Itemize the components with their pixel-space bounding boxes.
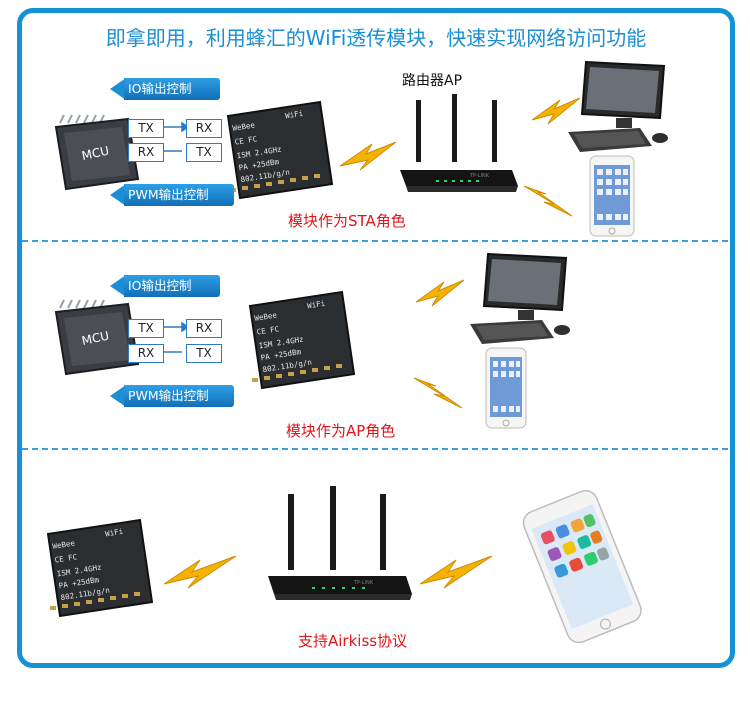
desktop-computer-icon [470,252,570,344]
lightning-bolt-icon [339,141,397,171]
svg-text:TP-LINK: TP-LINK [469,173,490,179]
panel-airkiss: WeBee WiFi CE FC ISM 2.4GHz PA +25dBm 80… [22,454,730,654]
panel-ap-graphics: MCU WeBee WiFi CE FC ISM 2.4GHz PA +25dB… [54,252,570,429]
router-icon: TP-LINK [268,486,412,600]
svg-text:MCU: MCU [80,144,110,163]
signal-box-rx: RX [186,119,222,138]
svg-text:WeBee: WeBee [254,310,278,322]
svg-text:TP-LINK: TP-LINK [353,580,374,586]
smartphone-icon [522,489,642,644]
svg-text:WiFi: WiFi [105,527,124,539]
panel-sta: MCU WeBee WiFi CE FC ISM 2.4GHz PA +25dB… [22,60,730,240]
lightning-bolt-icon [413,377,463,409]
lightning-bolt-icon [419,555,493,589]
panel-caption: 模块作为AP角色 [286,422,396,440]
signal-box-rx: RX [128,143,164,162]
desktop-computer-icon [568,60,668,152]
signal-box-tx: TX [128,119,164,138]
signal-box-tx: TX [128,319,164,338]
smartphone-icon [589,155,635,237]
wifi-module-icon: WeBee WiFi CE FC ISM 2.4GHz PA +25dBm 80… [46,518,154,618]
panel-ap: MCU WeBee WiFi CE FC ISM 2.4GHz PA +25dB… [22,248,730,446]
svg-text:CE FC: CE FC [234,134,258,146]
panel-sta-graphics: MCU WeBee WiFi CE FC ISM 2.4GHz PA +25dB… [54,60,668,237]
svg-text:WiFi: WiFi [307,299,326,311]
router-icon: TP-LINK [400,94,518,192]
lightning-bolt-icon [523,185,573,217]
page-title: 即拿即用，利用蜂汇的WiFi透传模块，快速实现网络访问功能 [105,26,647,50]
mcu-chip-icon: MCU [54,114,140,191]
svg-text:CE FC: CE FC [54,552,78,564]
signal-box-rx: RX [186,319,222,338]
svg-text:WiFi: WiFi [285,109,304,121]
svg-text:WeBee: WeBee [232,120,256,132]
svg-text:CE FC: CE FC [256,324,280,336]
wifi-module-icon: WeBee WiFi CE FC ISM 2.4GHz PA +25dBm 80… [226,100,334,200]
lightning-bolt-icon [415,279,465,307]
panel-caption: 支持Airkiss协议 [298,632,408,650]
wifi-module-icon: WeBee WiFi CE FC ISM 2.4GHz PA +25dBm 80… [248,290,356,390]
signal-box-tx: TX [186,344,222,363]
lightning-bolt-icon [163,555,237,589]
svg-text:WeBee: WeBee [52,538,76,550]
section-divider [22,240,728,242]
mcu-chip-icon: MCU [54,299,140,376]
router-label: 路由器AP [402,73,463,89]
lightning-bolt-icon [531,97,581,125]
smartphone-icon [485,347,527,429]
panel-airkiss-graphics: WeBee WiFi CE FC ISM 2.4GHz PA +25dBm 80… [46,486,642,644]
signal-box-rx: RX [128,344,164,363]
svg-text:MCU: MCU [80,329,110,348]
panel-caption: 模块作为STA角色 [288,212,406,230]
section-divider [22,448,728,450]
signal-box-tx: TX [186,143,222,162]
